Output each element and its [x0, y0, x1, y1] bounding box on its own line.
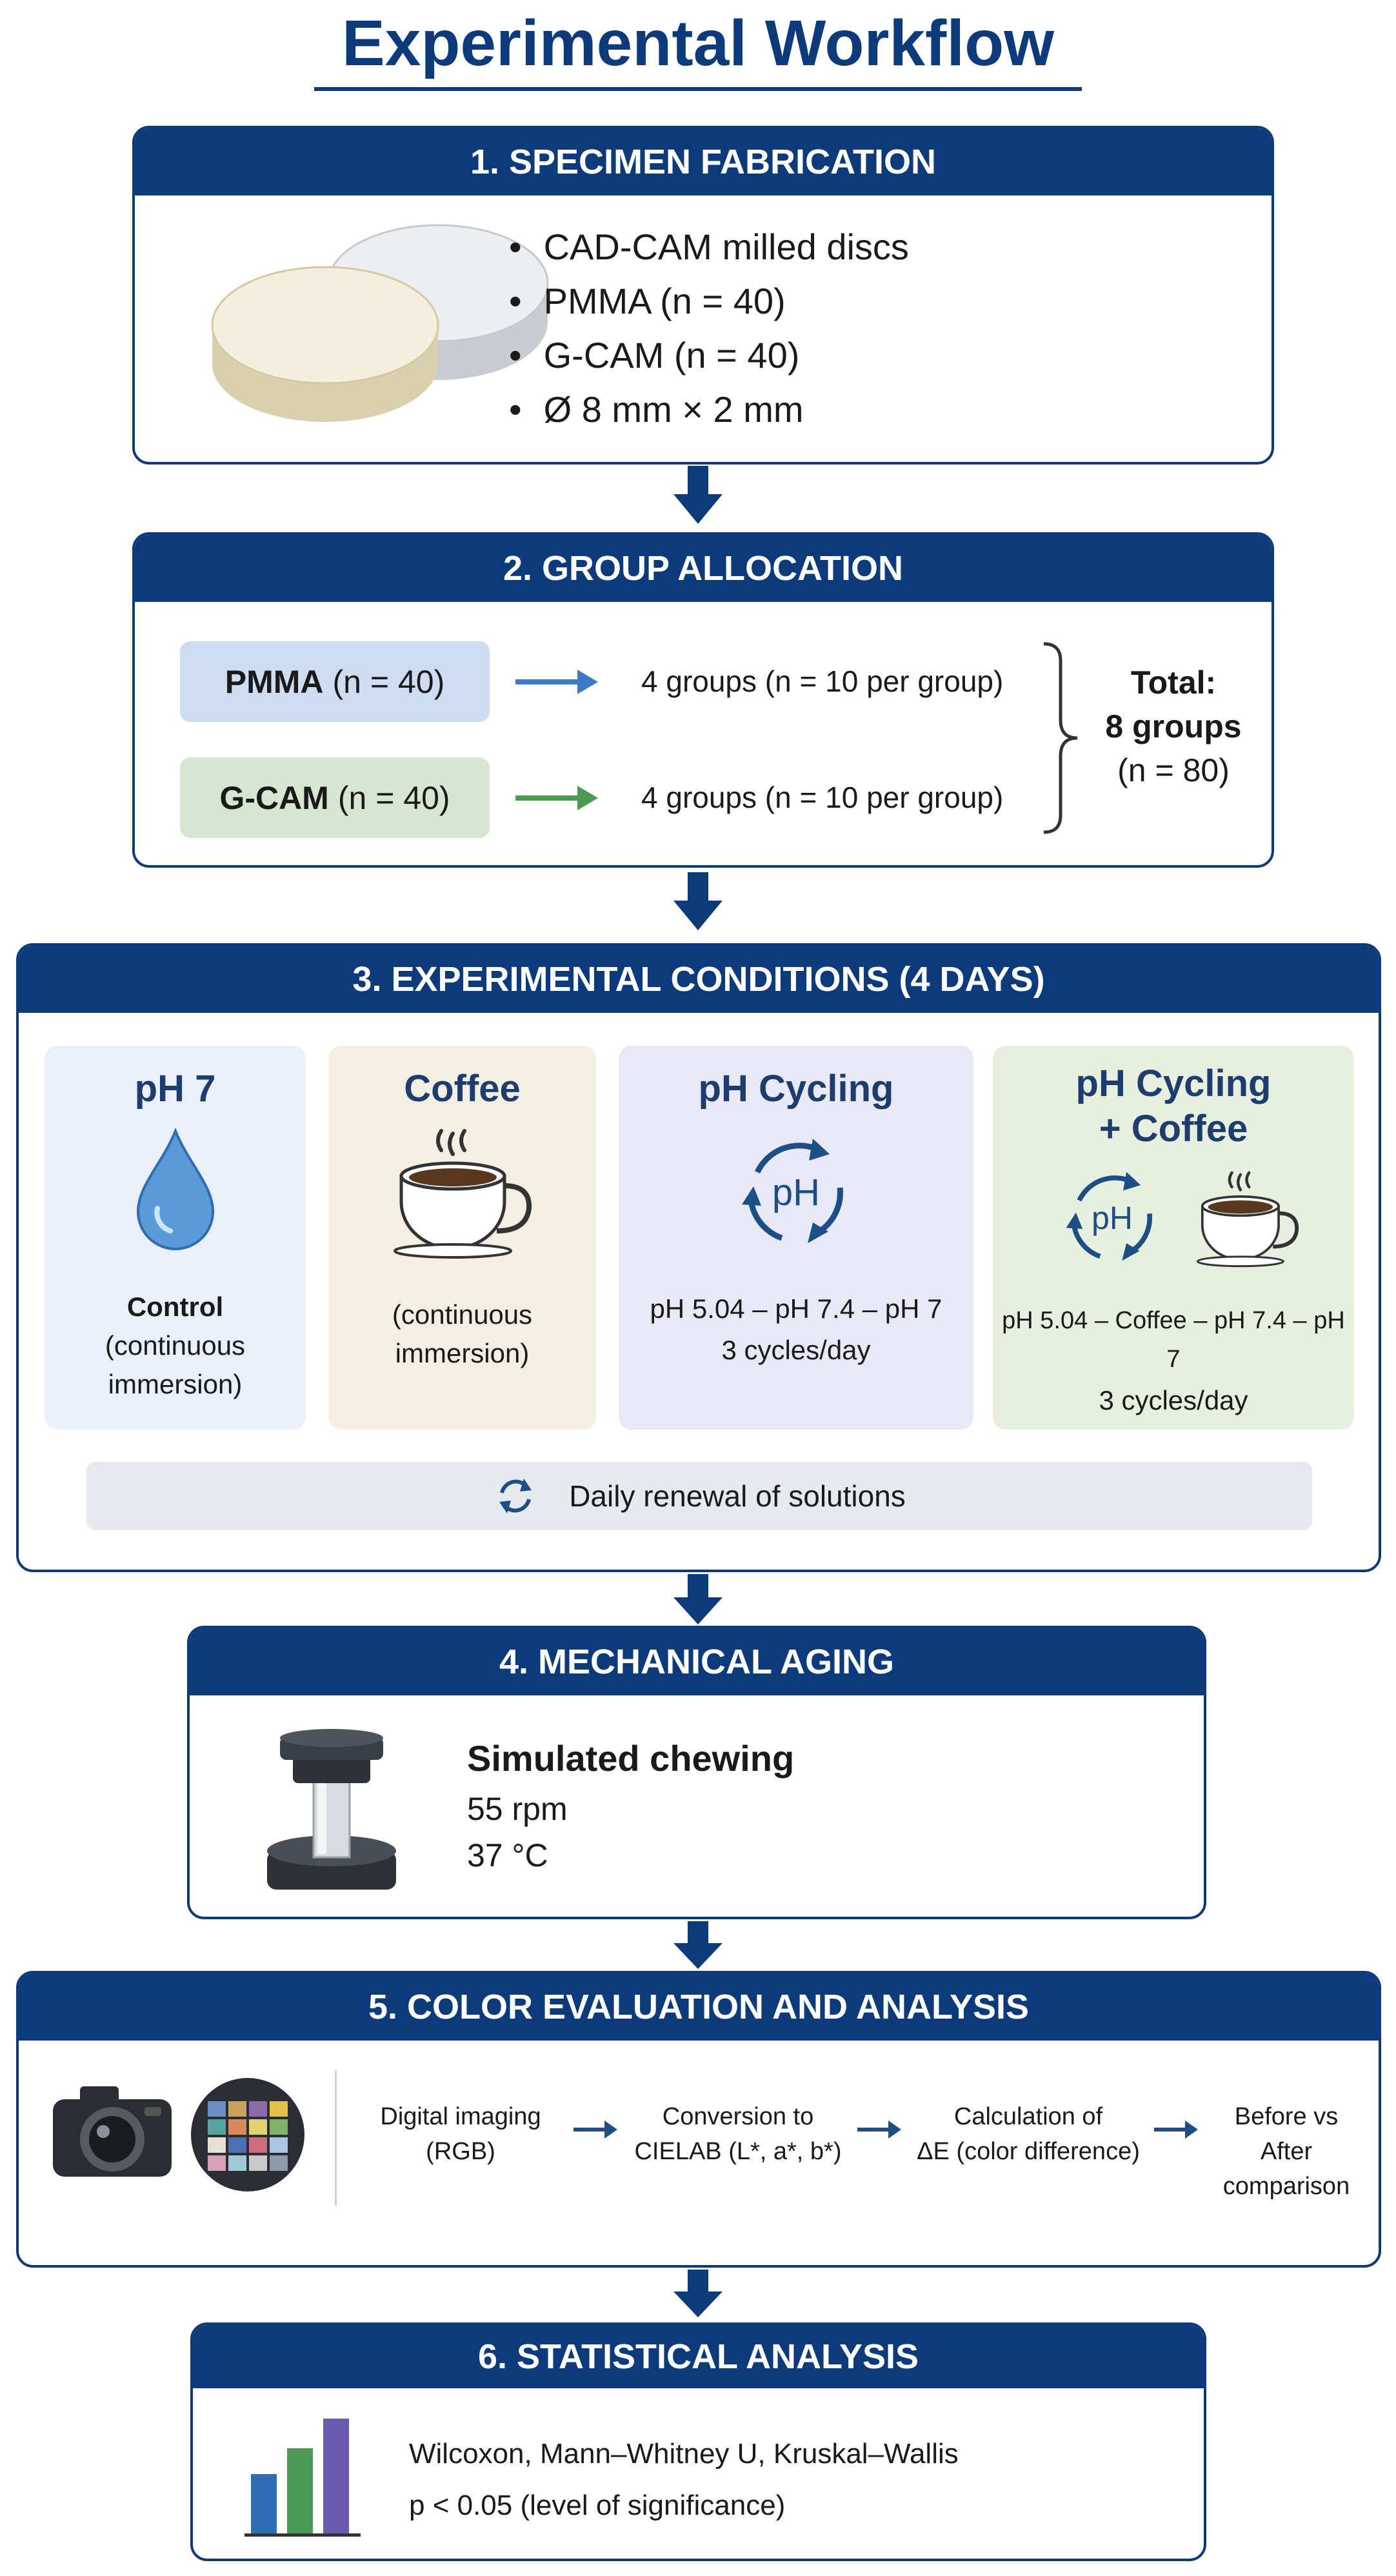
down-arrow-icon [673, 466, 723, 524]
gcam-count: (n = 40) [337, 779, 450, 816]
arrow-right-icon [573, 2121, 617, 2139]
arrow-right-icon [515, 786, 598, 810]
condition-title: Coffee [404, 1068, 521, 1110]
panel-specimen-fabrication: 1. SPECIMEN FABRICATION CAD-CAM milled d… [132, 126, 1274, 464]
total-label: Total: [1130, 664, 1217, 701]
ph-cycle-icon: pH [1057, 1163, 1167, 1273]
analysis-step-line: Digital imaging [380, 2103, 541, 2130]
condition-title: pH Cycling [698, 1068, 894, 1110]
ph-cycle-icon: pH [732, 1128, 861, 1257]
ph-label: pH [1092, 1200, 1133, 1236]
title-underline [314, 87, 1082, 91]
bullet-item: PMMA (n = 40) [509, 274, 909, 328]
condition-line: immersion) [108, 1369, 243, 1399]
bullet-item: Ø 8 mm × 2 mm [509, 383, 909, 437]
analysis-step-line: (RGB) [426, 2138, 495, 2165]
panel-header: 3. EXPERIMENTAL CONDITIONS (4 DAYS) [19, 946, 1379, 1013]
coffee-cup-icon [393, 1129, 532, 1259]
panel-color-evaluation: 5. COLOR EVALUATION AND ANALYSIS Digital… [16, 1971, 1381, 2268]
analysis-step-line: ΔE (color difference) [917, 2138, 1140, 2165]
aging-title: Simulated chewing [467, 1738, 795, 1779]
analysis-step-line: Before vs [1234, 2103, 1339, 2130]
page-title: Experimental Workflow [342, 7, 1054, 79]
statistical-tests: Wilcoxon, Mann–Whitney U, Kruskal–Wallis [409, 2438, 959, 2470]
condition-line: Control [126, 1292, 224, 1322]
analysis-step: Calculation of ΔE (color difference) [906, 2099, 1151, 2169]
total-summary: Total: 8 groups (n = 80) [1083, 661, 1264, 792]
pmma-group-badge: PMMA (n = 40) [180, 641, 490, 722]
arrow-right-icon [857, 2121, 901, 2139]
condition-line: 3 cycles/day [721, 1335, 871, 1365]
gcam-groups-text: 4 groups (n = 10 per group) [641, 781, 1004, 814]
analysis-step-line: Calculation of [953, 2103, 1103, 2130]
analysis-step: Conversion to CIELAB (L*, a*, b*) [622, 2099, 854, 2169]
pmma-name: PMMA [224, 663, 324, 700]
coffee-cup-icon [1196, 1171, 1299, 1268]
brace-icon [1043, 642, 1078, 834]
aging-details: Simulated chewing 55 rpm 37 °C [467, 1732, 794, 1879]
ph-label: pH [772, 1172, 821, 1213]
bullet-item: G-CAM (n = 40) [509, 328, 909, 383]
analysis-step: Before vs After comparison [1199, 2099, 1373, 2204]
panel-mechanical-aging: 4. MECHANICAL AGING Simulated chewing 55… [187, 1626, 1206, 1919]
panel-header: 1. SPECIMEN FABRICATION [135, 128, 1271, 195]
pmma-groups-text: 4 groups (n = 10 per group) [641, 664, 1004, 698]
gcam-name: G-CAM [219, 779, 329, 816]
down-arrow-icon [673, 2270, 723, 2317]
analysis-step: Digital imaging (RGB) [354, 2099, 567, 2169]
analysis-step-line: After comparison [1222, 2138, 1350, 2200]
total-groups: 8 groups [1105, 708, 1242, 744]
daily-renewal-bar: Daily renewal of solutions [86, 1462, 1312, 1530]
ph-coffee-icons: pH [1032, 1157, 1315, 1279]
condition-line: 3 cycles/day [1099, 1385, 1248, 1415]
discs-icon [211, 224, 549, 422]
condition-card-coffee: Coffee (continuous immersion) [328, 1046, 596, 1430]
condition-card-ph-cycling: pH Cycling pH pH 5.04 – pH 7.4 – pH 7 3 … [619, 1046, 973, 1430]
condition-title: pH 7 [134, 1068, 216, 1110]
analysis-step-line: CIELAB (L*, a*, b*) [634, 2138, 842, 2165]
condition-line: pH 5.04 – pH 7.4 – pH 7 [650, 1293, 942, 1324]
panel-header: 2. GROUP ALLOCATION [135, 535, 1271, 602]
condition-card-ph7: pH 7 Control (continuous immersion) [45, 1046, 306, 1430]
panel-statistical-analysis: 6. STATISTICAL ANALYSIS Wilcoxon, Mann–W… [190, 2322, 1206, 2561]
condition-line: immersion) [395, 1338, 530, 1368]
gcam-group-badge: G-CAM (n = 40) [180, 757, 490, 838]
specimen-list: CAD-CAM milled discs PMMA (n = 40) G-CAM… [509, 220, 909, 437]
statistical-details: Wilcoxon, Mann–Whitney U, Kruskal–Wallis… [409, 2428, 959, 2531]
condition-line: (continuous [392, 1299, 533, 1330]
significance-level: p < 0.05 (level of significance) [409, 2490, 786, 2521]
condition-title: + Coffee [1099, 1108, 1248, 1150]
total-count: (n = 80) [1117, 752, 1230, 788]
daily-renewal-text: Daily renewal of solutions [569, 1479, 906, 1513]
condition-card-ph-cycling-coffee: pH Cycling + Coffee pH [993, 1046, 1354, 1430]
condition-title: pH Cycling [1075, 1063, 1271, 1104]
down-arrow-icon [673, 872, 723, 930]
panel-group-allocation: 2. GROUP ALLOCATION PMMA (n = 40) 4 grou… [132, 532, 1274, 868]
water-drop-icon [136, 1127, 214, 1250]
condition-line: pH 5.04 – Coffee – pH 7.4 – pH 7 [1002, 1307, 1345, 1373]
color-checker-icon [191, 2078, 304, 2192]
analysis-step-line: Conversion to [662, 2103, 814, 2130]
refresh-icon [499, 1479, 532, 1513]
divider [335, 2070, 337, 2206]
camera-icon [53, 2086, 172, 2177]
down-arrow-icon [673, 1574, 723, 1624]
arrow-right-icon [1154, 2121, 1198, 2139]
panel-header: 6. STATISTICAL ANALYSIS [193, 2325, 1204, 2388]
down-arrow-icon [673, 1921, 723, 1969]
arrow-right-icon [515, 670, 598, 694]
bar-chart-icon [244, 2419, 361, 2537]
aging-temperature: 37 °C [467, 1837, 548, 1873]
pmma-count: (n = 40) [332, 663, 445, 700]
panel-experimental-conditions: 3. EXPERIMENTAL CONDITIONS (4 DAYS) pH 7… [16, 943, 1381, 1572]
bullet-item: CAD-CAM milled discs [509, 220, 909, 274]
chewing-simulator-icon [267, 1729, 396, 1890]
panel-header: 4. MECHANICAL AGING [190, 1628, 1204, 1695]
condition-line: (continuous [105, 1330, 246, 1361]
panel-header: 5. COLOR EVALUATION AND ANALYSIS [19, 1973, 1379, 2041]
aging-speed: 55 rpm [467, 1791, 568, 1827]
